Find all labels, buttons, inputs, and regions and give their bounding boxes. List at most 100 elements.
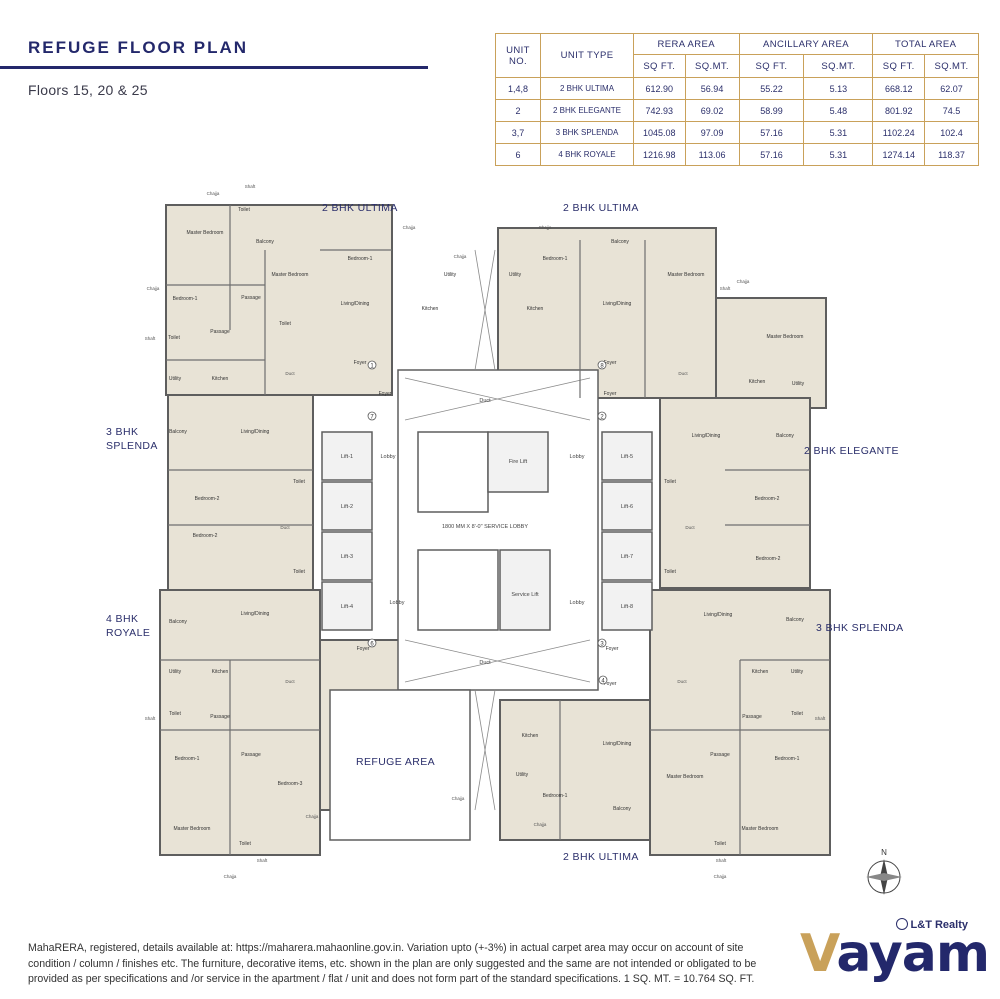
lift-label: Lift-7 bbox=[621, 554, 633, 560]
shaft-label: Shaft bbox=[720, 286, 731, 291]
room-label: Bedroom-1 bbox=[775, 756, 800, 762]
lift-shaft bbox=[601, 431, 653, 481]
duct-label: Duct bbox=[685, 525, 695, 530]
room-label: Utility bbox=[169, 376, 182, 382]
col-sqft: SQ FT. bbox=[633, 54, 686, 78]
duct-label: Duct bbox=[280, 525, 290, 530]
chajja-label: Chajja bbox=[306, 814, 319, 819]
col-unit-type: UNIT TYPE bbox=[540, 33, 634, 78]
lift-label: Lift-2 bbox=[341, 504, 353, 510]
room-label: Foyer bbox=[379, 391, 392, 397]
unit-block-ultima-bottom bbox=[499, 699, 651, 841]
service-lift-label: Service Lift bbox=[511, 592, 539, 598]
room-label: Balcony bbox=[169, 429, 187, 435]
room-label: Utility bbox=[444, 272, 457, 278]
developer-name: L&T Realty bbox=[910, 919, 968, 931]
room-label: Kitchen bbox=[752, 669, 769, 675]
room-label: Master Bedroom bbox=[174, 826, 211, 832]
chajja-label: Chajja bbox=[714, 874, 727, 879]
lobby-label: Lobby bbox=[570, 600, 585, 606]
duct-label: Duct bbox=[285, 371, 295, 376]
unit-label-splenda-left-line2: SPLENDA bbox=[106, 440, 158, 452]
room-label: Passage bbox=[710, 752, 730, 758]
room-label: Utility bbox=[791, 669, 804, 675]
room-label: Kitchen bbox=[522, 733, 539, 739]
unit-label-splenda-right: 3 BHK SPLENDA bbox=[816, 622, 903, 634]
unit-block-splenda-left bbox=[167, 394, 314, 591]
room-label: Kitchen bbox=[749, 379, 766, 385]
room-label: Foyer bbox=[354, 360, 367, 366]
shaft-label: Shaft bbox=[815, 716, 826, 721]
room-label: Bedroom-2 bbox=[193, 533, 218, 539]
room-label: Toilet bbox=[714, 841, 726, 847]
chajja-label: Chajja bbox=[539, 225, 552, 230]
cell-total-sqmt: 118.37 bbox=[924, 143, 979, 166]
room-label: Foyer bbox=[606, 646, 619, 652]
room-label: Bedroom-2 bbox=[756, 556, 781, 562]
service-lift-shaft bbox=[499, 549, 551, 631]
room-label: Master Bedroom bbox=[667, 774, 704, 780]
unit-label-splenda-left-line1: 3 BHK bbox=[106, 426, 138, 438]
chajja-label: Chajja bbox=[207, 191, 220, 196]
room-label: Master Bedroom bbox=[742, 826, 779, 832]
chajja-label: Chajja bbox=[403, 225, 416, 230]
room-label: Utility bbox=[169, 669, 182, 675]
room-label: Passage bbox=[241, 295, 261, 301]
chajja-label: Chajja bbox=[737, 279, 750, 284]
room-label: Bedroom-2 bbox=[755, 496, 780, 502]
lift-shaft bbox=[601, 531, 653, 581]
lift-shaft bbox=[321, 481, 373, 531]
shaft-label: Shaft bbox=[245, 184, 256, 189]
table-row: 2 2 BHK ELEGANTE 742.93 69.02 58.99 5.48… bbox=[495, 99, 979, 122]
duct-markings bbox=[404, 249, 591, 811]
room-label: Living/Dining bbox=[692, 433, 721, 439]
room-label: Bedroom-1 bbox=[175, 756, 200, 762]
stair-1 bbox=[417, 431, 489, 513]
room-label: Master Bedroom bbox=[767, 334, 804, 340]
cell-rera-sqmt: 113.06 bbox=[684, 143, 740, 166]
room-label: Balcony bbox=[611, 239, 629, 245]
shaft-label: Shaft bbox=[716, 858, 727, 863]
lift-bank-left bbox=[321, 431, 373, 631]
room-label: Bedroom-1 bbox=[173, 296, 198, 302]
room-label: Bedroom-2 bbox=[195, 496, 220, 502]
room-label: Toilet bbox=[664, 479, 676, 485]
room-label: Toilet bbox=[664, 569, 676, 575]
table-row: 1,4,8 2 BHK ULTIMA 612.90 56.94 55.22 5.… bbox=[495, 77, 979, 100]
lift-label: Lift-8 bbox=[621, 604, 633, 610]
room-label: Toilet bbox=[238, 207, 250, 213]
page-title: REFUGE FLOOR PLAN bbox=[28, 38, 249, 57]
room-label: Bedroom-1 bbox=[348, 256, 373, 262]
stair-2 bbox=[417, 549, 499, 631]
unit-number-badge: 6 bbox=[367, 638, 377, 648]
lift-label: Lift-4 bbox=[341, 604, 353, 610]
chajja-label: Chajja bbox=[224, 874, 237, 879]
svg-text:7: 7 bbox=[370, 415, 374, 421]
unit-label-ultima-bottom: 2 BHK ULTIMA bbox=[563, 851, 639, 863]
cell-anc-sqmt: 5.31 bbox=[803, 143, 874, 166]
developer-logo: L&T Realty bbox=[895, 918, 968, 931]
room-label: Master Bedroom bbox=[668, 272, 705, 278]
room-label: Master Bedroom bbox=[187, 230, 224, 236]
lift-shaft bbox=[601, 581, 653, 631]
svg-text:8: 8 bbox=[600, 364, 604, 370]
room-label: Utility bbox=[516, 772, 529, 778]
corridor-core bbox=[397, 369, 599, 691]
room-label: Living/Dining bbox=[704, 612, 733, 618]
unit-block-royale bbox=[159, 589, 321, 856]
svg-text:3: 3 bbox=[600, 642, 604, 648]
fire-lift-shaft bbox=[487, 431, 549, 493]
duct-label: Duct bbox=[285, 679, 295, 684]
room-label: Balcony bbox=[169, 619, 187, 625]
shaft-label: Shaft bbox=[145, 336, 156, 341]
room-label: Balcony bbox=[613, 806, 631, 812]
unit-label-elegante: 2 BHK ELEGANTE bbox=[804, 445, 899, 457]
lobby-label: Lobby bbox=[390, 600, 405, 606]
refuge-area bbox=[329, 689, 471, 841]
room-label: Kitchen bbox=[212, 669, 229, 675]
vayam-logo-mark: V bbox=[800, 924, 837, 984]
room-label: Balcony bbox=[776, 433, 794, 439]
unit-number-badge: 7 bbox=[367, 411, 377, 421]
unit-number-badge: 2 bbox=[597, 411, 607, 421]
